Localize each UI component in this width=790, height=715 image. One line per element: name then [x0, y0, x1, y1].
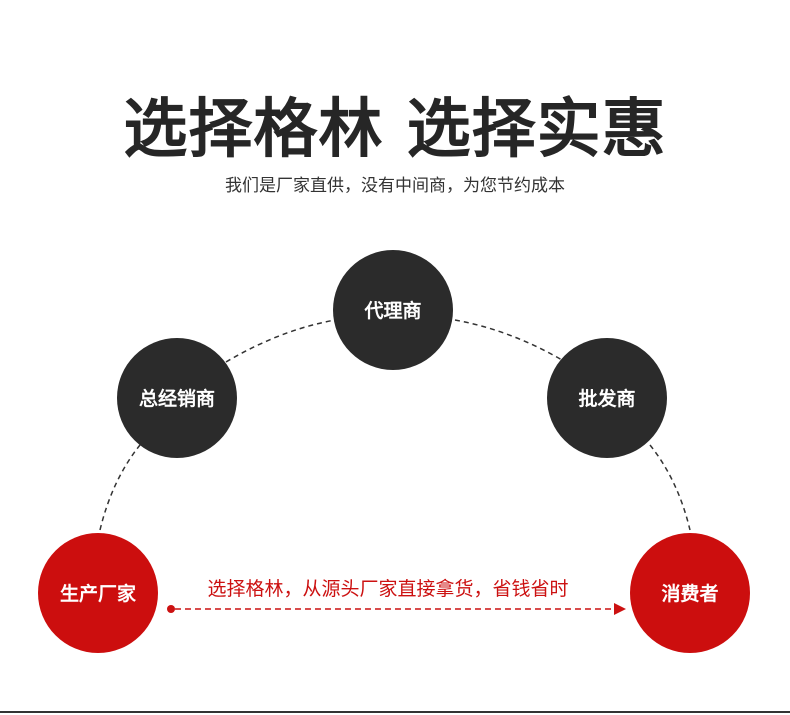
flow-label: 选择格林，从源头厂家直接拿货，省钱省时 — [207, 577, 568, 600]
bottom-divider — [0, 711, 790, 713]
arc-wholesaler-to-consumer — [649, 444, 691, 531]
flow-arrow-head — [614, 603, 626, 615]
node-consumer-label: 消费者 — [661, 582, 718, 605]
node-wholesaler-label: 批发商 — [578, 387, 635, 410]
node-distributor: 总经销商 — [117, 338, 237, 458]
node-manufacturer-label: 生产厂家 — [60, 582, 137, 605]
node-agent-label: 代理商 — [363, 299, 421, 322]
arc-manufacturer-to-distributor — [99, 444, 141, 531]
arc-agent-to-wholesaler — [454, 319, 563, 361]
node-wholesaler: 批发商 — [547, 338, 667, 458]
page-title: 选择格林 选择实惠 — [123, 93, 667, 167]
node-manufacturer: 生产厂家 — [38, 533, 158, 653]
flow-start-dot — [167, 605, 175, 613]
page-subtitle: 我们是厂家直供，没有中间商，为您节约成本 — [225, 176, 565, 196]
arc-distributor-to-agent — [225, 319, 336, 363]
node-consumer: 消费者 — [630, 533, 750, 653]
node-agent: 代理商 — [333, 250, 453, 370]
node-distributor-label: 总经销商 — [139, 387, 215, 410]
